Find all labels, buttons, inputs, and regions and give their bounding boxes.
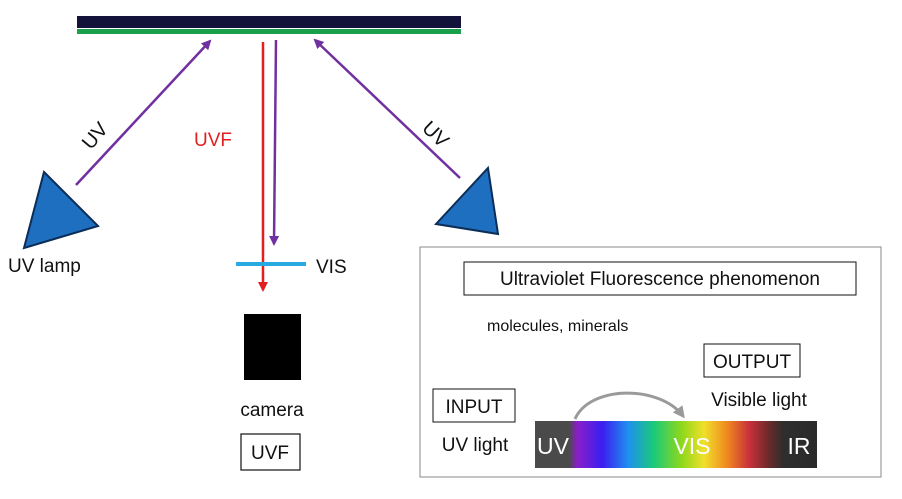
input-caption: UV light — [442, 435, 509, 456]
camera-icon — [244, 314, 301, 380]
reflected-uv-beam — [269, 39, 280, 246]
spectrum-vis-label: VIS — [673, 433, 710, 459]
spectrum-uv-label: UV — [537, 433, 570, 459]
output-tag-box — [703, 343, 801, 378]
fluorescence-label: UVF — [194, 130, 232, 151]
uv-beam-left — [75, 39, 212, 186]
lamp-label: UV lamp — [8, 256, 81, 277]
uv-beam-left-label: UV — [78, 118, 113, 154]
output-tag: OUTPUT — [713, 352, 792, 373]
output-caption: Visible light — [711, 390, 807, 411]
inset-title-box — [463, 261, 857, 296]
surface-bottom-layer — [77, 29, 461, 34]
spectrum-bar — [535, 421, 817, 468]
input-tag-box — [432, 388, 516, 423]
curved-arrow-icon — [573, 391, 685, 420]
uv-beam-right-label: UV — [418, 117, 454, 153]
camera-label: camera — [240, 400, 304, 421]
spectrum-ir-label: IR — [788, 433, 811, 459]
fluorescence-inset-panel: Ultraviolet Fluorescence phenomenon mole… — [419, 246, 882, 478]
uv-beam-right — [313, 38, 461, 179]
input-tag: INPUT — [446, 397, 503, 418]
inset-title: Ultraviolet Fluorescence phenomenon — [500, 269, 820, 290]
surface-top-layer — [77, 16, 461, 28]
uv-lamp-icon — [433, 165, 500, 236]
filter-label: VIS — [316, 257, 347, 278]
camera-tag-box — [240, 433, 301, 471]
inset-subtitle: molecules, minerals — [487, 318, 628, 335]
camera-tag: UVF — [251, 443, 289, 464]
uv-lamp-icon — [22, 170, 100, 250]
